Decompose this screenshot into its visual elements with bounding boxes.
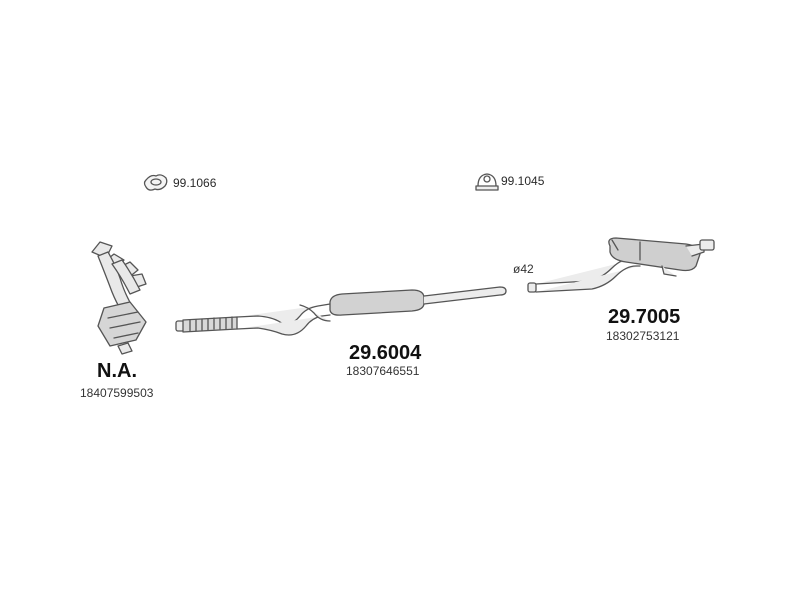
front-pipe-icon xyxy=(175,286,507,336)
pipe-diameter-label: ø42 xyxy=(513,262,534,276)
manifold-part-number: N.A. xyxy=(97,360,137,382)
front-pipe-oem-number: 18307646551 xyxy=(346,364,420,378)
clamp-icon xyxy=(475,173,499,191)
rear-silencer-part-number: 29.7005 xyxy=(608,306,681,328)
exhaust-manifold-icon xyxy=(91,241,147,355)
front-pipe-part-number: 29.6004 xyxy=(349,342,422,364)
rear-silencer-oem-number: 18302753121 xyxy=(606,329,680,343)
manifold-oem-number: 18407599503 xyxy=(80,386,154,400)
rear-silencer-icon xyxy=(527,237,715,293)
gasket-code: 99.1066 xyxy=(173,176,217,190)
clamp-code: 99.1045 xyxy=(501,174,545,188)
gasket-icon xyxy=(143,174,168,191)
